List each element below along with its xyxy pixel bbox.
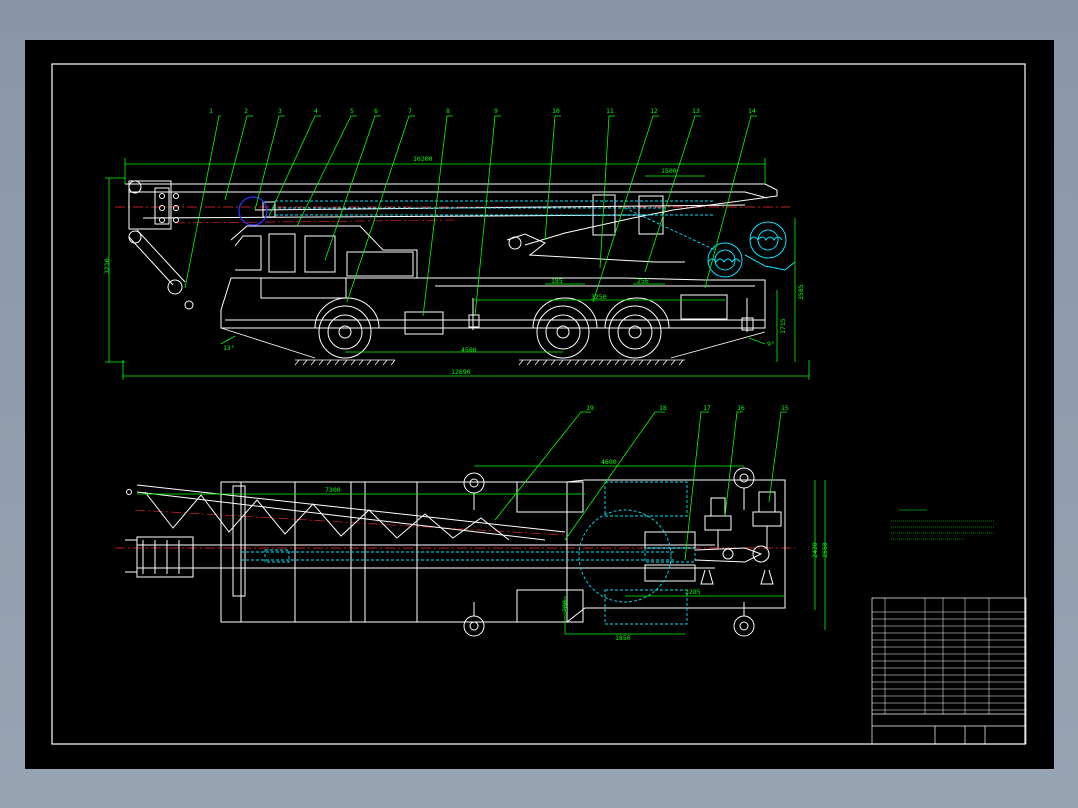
dim-gap-b: 256: [637, 277, 649, 285]
boom: [125, 180, 778, 310]
balloon-label: 16: [737, 404, 745, 412]
winch-drums: [707, 221, 796, 278]
balloon-label: 18: [659, 404, 667, 412]
boom-hidden-section: [273, 200, 716, 251]
drawing-svg: 1 2 3 4 5 6 7 8 9 10 11 12 13 14 10200 1…: [51, 63, 1027, 745]
plan-leaders: [494, 411, 787, 561]
side-dimensions: [105, 158, 810, 380]
dim-approach-angle: 13°: [223, 344, 235, 352]
dim-wheelbase: 4500: [461, 346, 477, 354]
balloon-label: 17: [703, 404, 711, 412]
balloon-label: 4: [314, 107, 318, 115]
balloon-label: 13: [692, 107, 700, 115]
dim-boom-span: 7300: [325, 486, 341, 494]
balloon-label: 15: [781, 404, 789, 412]
plan-hidden: [241, 481, 696, 625]
sheet-frame: [51, 63, 1026, 745]
plan-view: 19 18 17 16 15 7300 4600 2285 1850 280 2…: [115, 404, 829, 642]
truck-body: [220, 225, 766, 335]
dim-offset: 280: [561, 600, 569, 612]
dim-left-height: 3210: [103, 258, 111, 274]
parts-table: [871, 597, 1027, 745]
dim-width-a: 2550: [821, 542, 829, 558]
detail-circle: [238, 196, 268, 226]
balloon-label: 8: [446, 107, 450, 115]
technical-notes: [891, 509, 995, 540]
side-view: 1 2 3 4 5 6 7 8 9 10 11 12 13 14 10200 1…: [103, 107, 810, 380]
balloon-label: 1: [209, 107, 213, 115]
balloon-label: 6: [374, 107, 378, 115]
dim-mid-span: 3250: [591, 293, 607, 301]
balloon-label: 14: [748, 107, 756, 115]
balloon-label: 19: [586, 404, 594, 412]
dim-outrigger-span: 4600: [601, 458, 617, 466]
balloon-label: 3: [278, 107, 282, 115]
balloon-label: 11: [606, 107, 614, 115]
dim-track: 2285: [685, 588, 701, 596]
dim-overall-length: 12690: [451, 368, 471, 376]
wheels: [318, 305, 662, 359]
centerline: [174, 219, 456, 224]
dim-departure-angle: 9°: [767, 340, 775, 348]
balloon-label: 5: [350, 107, 354, 115]
dim-right-inner: 1715: [779, 318, 787, 334]
parts-table-grid: [872, 598, 1026, 714]
balloon-label: 10: [552, 107, 560, 115]
dim-center-width: 1850: [615, 634, 631, 642]
centerline: [134, 509, 566, 536]
dim-gap-a: 185: [551, 277, 563, 285]
ground: [220, 327, 766, 366]
drawing-canvas[interactable]: 1 2 3 4 5 6 7 8 9 10 11 12 13 14 10200 1…: [25, 40, 1054, 769]
dim-boom-length: 10200: [413, 155, 433, 163]
plan-dimensions: [137, 465, 826, 635]
dim-right-height: 3585: [797, 284, 805, 300]
dim-width-b: 2420: [811, 542, 819, 558]
dim-top-span: 1500: [661, 167, 677, 175]
balloon-label: 12: [650, 107, 658, 115]
balloon-label: 9: [494, 107, 498, 115]
plan-outline: [125, 467, 786, 637]
balloon-label: 7: [408, 107, 412, 115]
balloon-label: 2: [244, 107, 248, 115]
side-leaders: [184, 115, 757, 317]
